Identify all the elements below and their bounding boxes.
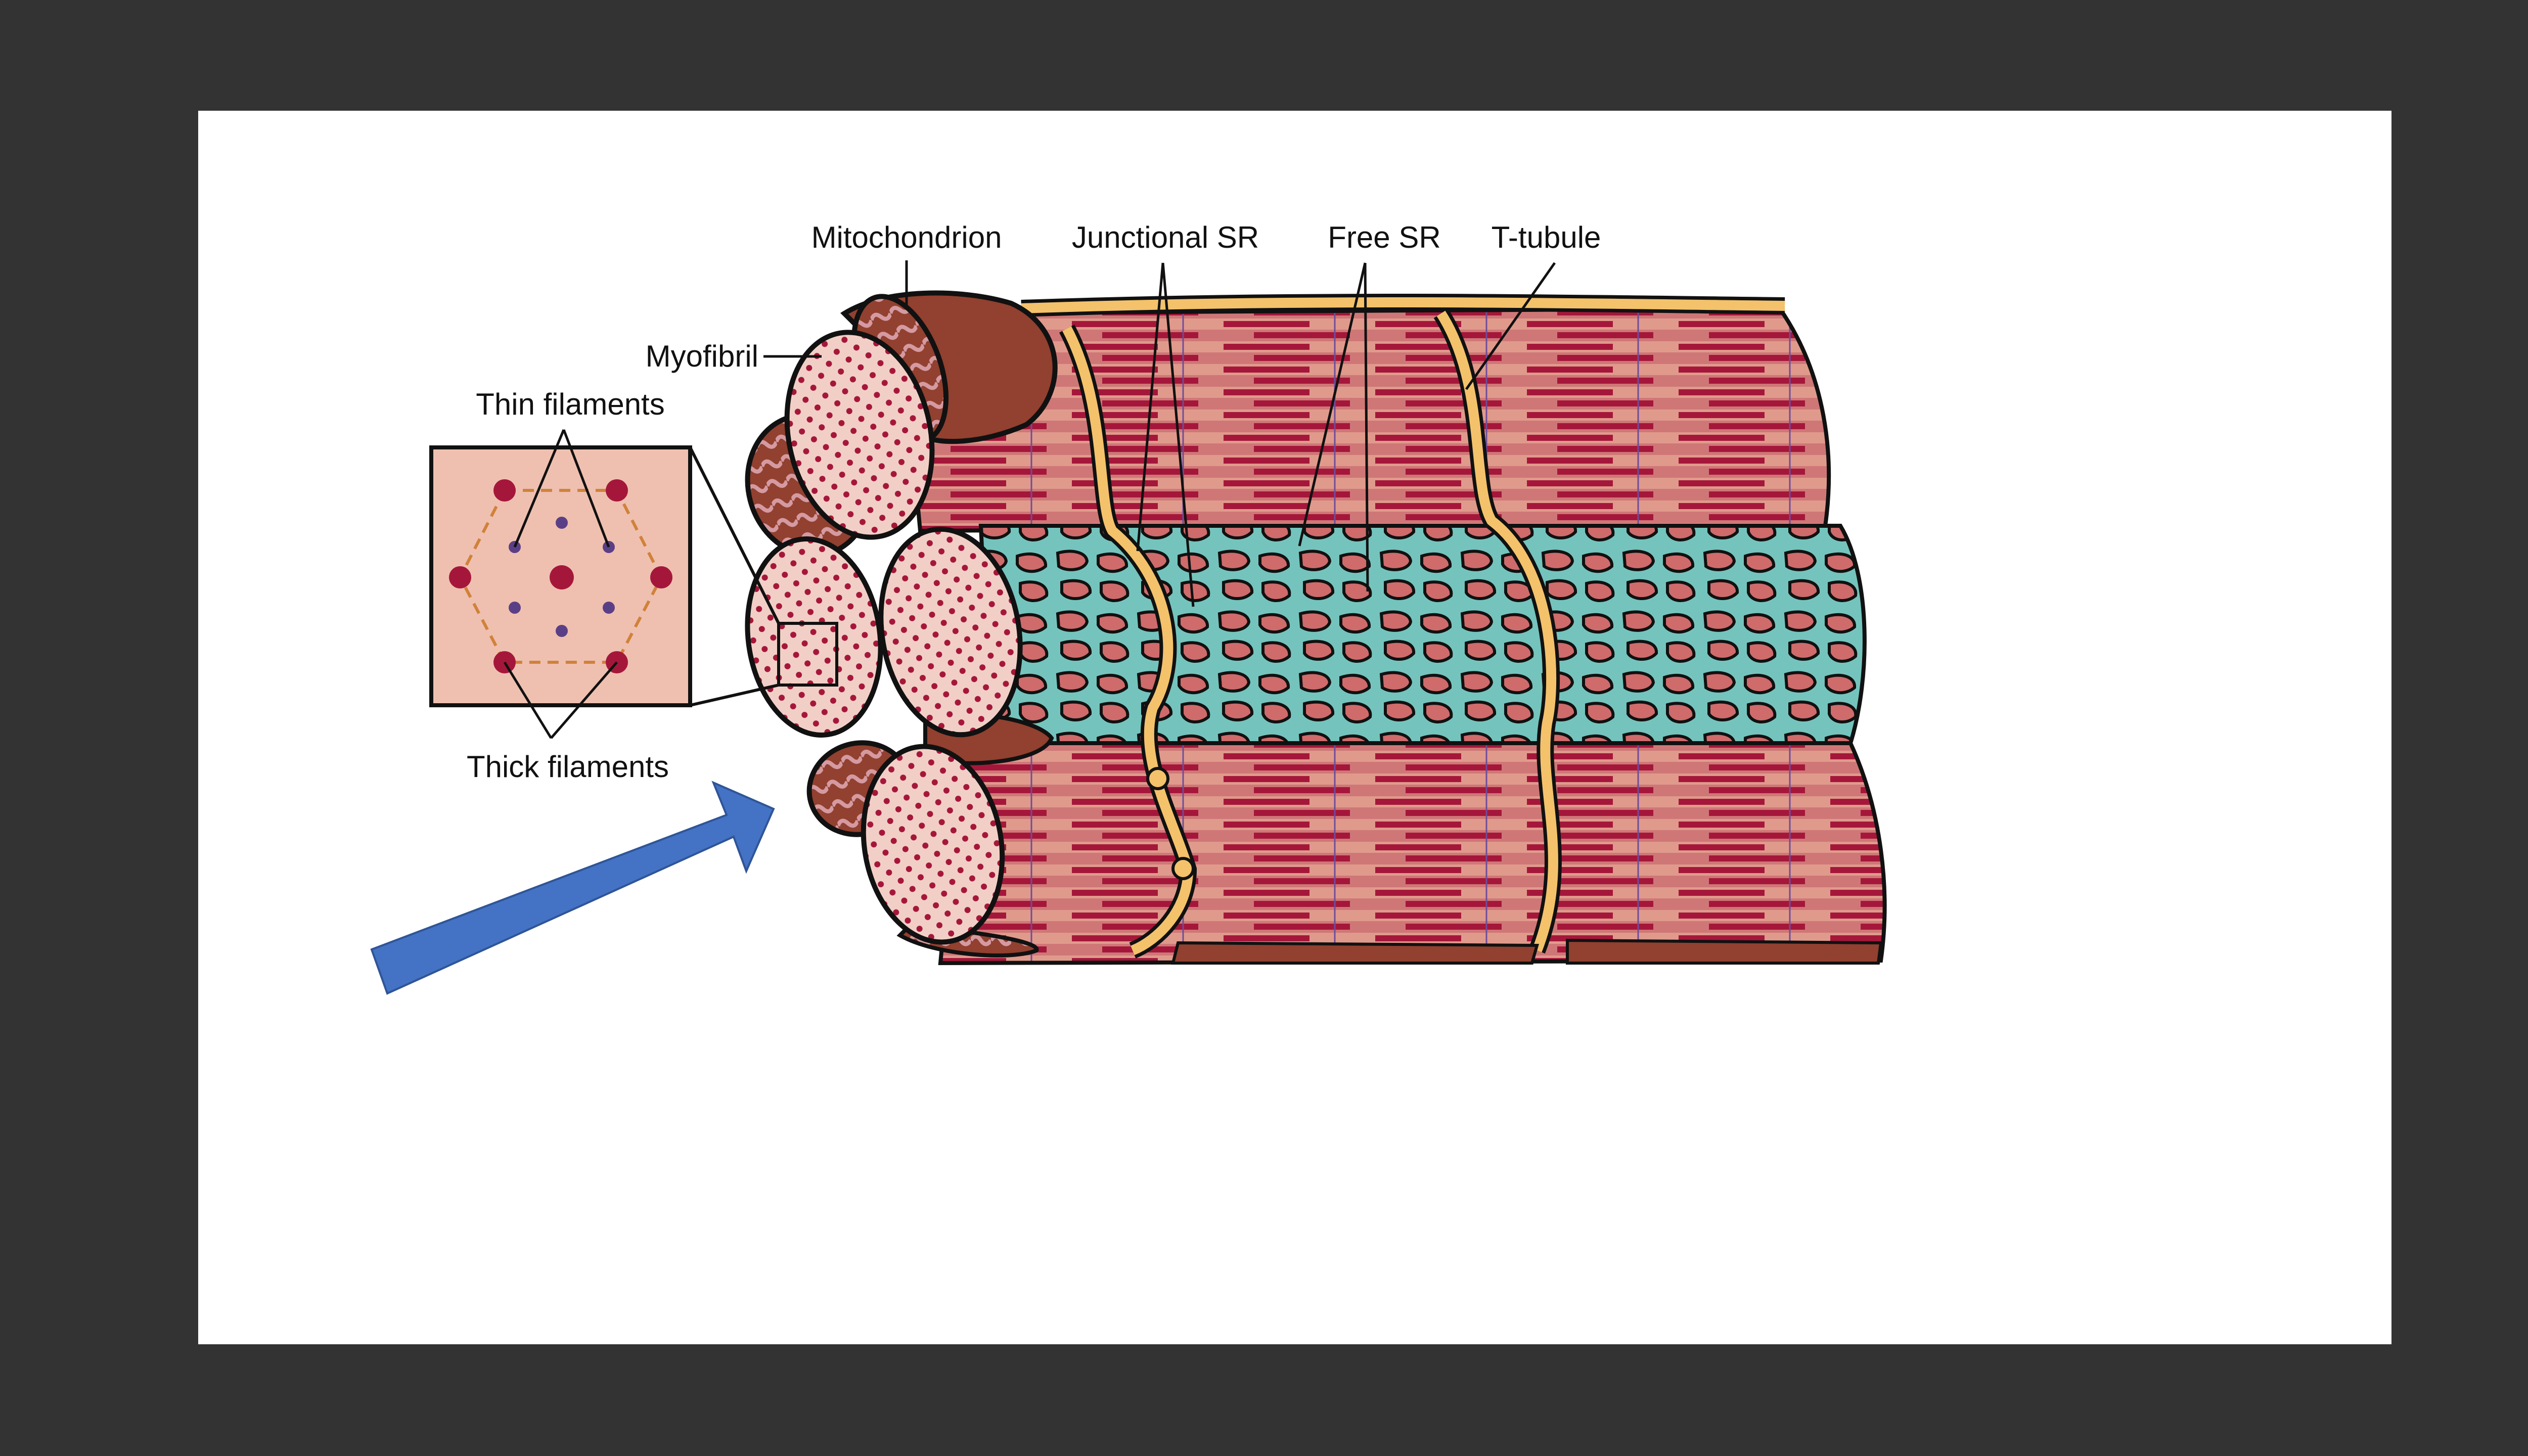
myofibril-top [897,306,1831,533]
t-tubule-right [1436,310,1558,952]
selection-box [777,622,838,687]
blue-arrow-icon [370,781,775,995]
leader-lines [763,260,1556,607]
label-thick-filaments: Thick filaments [467,750,669,784]
thick-filament [449,566,471,588]
free-sr-network [978,524,1867,745]
thin-filament [509,602,521,614]
thick-filament [550,565,574,589]
thin-filament [556,625,568,637]
label-myofibril: Myofibril [646,339,758,373]
label-mitochondrion: Mitochondrion [811,220,1002,254]
thick-filament [493,479,516,502]
thin-filament [603,602,615,614]
t-tubule-left [1062,326,1194,956]
label-junctional-sr: Junctional SR [1072,220,1259,254]
t-tubule-top [1021,297,1785,313]
thick-filament [650,566,672,588]
thick-filament [606,479,628,502]
labels: Mitochondrion Junctional SR Free SR T-tu… [467,220,1601,784]
filament-inset [429,429,780,739]
myofibril-cross-section [784,330,935,540]
muscle-bundle [897,294,1887,966]
label-thin-filaments: Thin filaments [476,387,664,421]
myofibril-bottom [938,741,1887,966]
thin-filament [556,517,568,529]
label-free-sr: Free SR [1328,220,1440,254]
bundle-end-cross-sections [745,290,1058,958]
label-t-tubule: T-tubule [1492,220,1601,254]
